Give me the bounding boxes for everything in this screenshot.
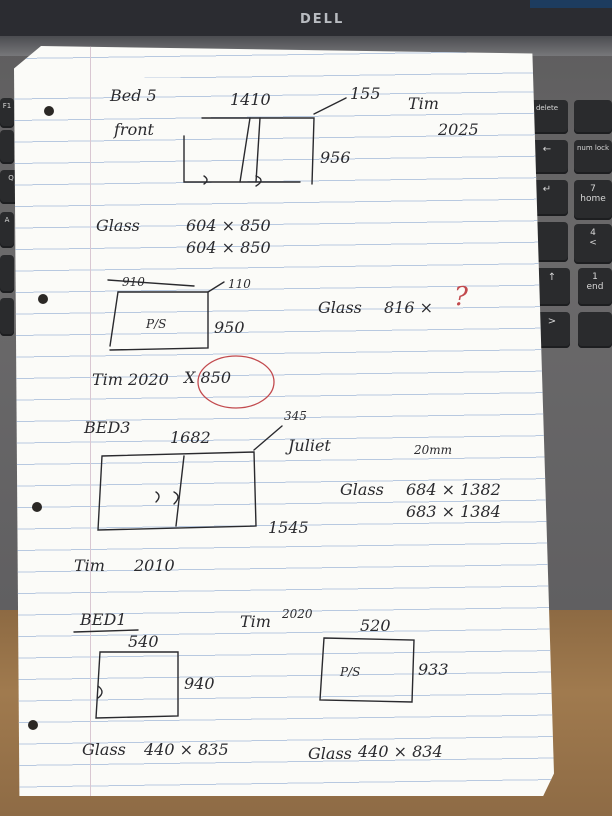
bed3-type: Juliet (288, 436, 331, 455)
panel2-question: ? (454, 282, 468, 312)
bed1-glass-right-label: Glass (308, 744, 352, 763)
notebook-page: Bed 5 front 1410 155 956 Tim 2025 Glass … (14, 46, 554, 796)
bed1-height-right: 933 (418, 660, 449, 679)
bed3-year: 2010 (134, 556, 175, 575)
key-f1: F1 (0, 98, 14, 128)
ruled-lines (14, 46, 554, 796)
key-blank-4 (578, 312, 612, 348)
panel2-glass-value: 816 × (384, 298, 434, 317)
circle-highlight (197, 355, 275, 409)
bed5-title: Bed 5 (110, 86, 157, 105)
bed3-title: BED3 (84, 418, 131, 437)
bed3-glass-label: Glass (340, 480, 384, 499)
bed5-height: 956 (320, 148, 351, 167)
bed3-height: 1545 (268, 518, 309, 537)
key-a: A (0, 212, 14, 248)
panel2-height: 950 (214, 318, 245, 337)
punch-hole-4 (28, 720, 38, 730)
key-7-label: 7 (590, 184, 596, 194)
panel2-author-line: Tim 2020 (92, 370, 169, 389)
bed3-author: Tim (74, 556, 105, 575)
panel2-author-line-value: X 850 (184, 368, 232, 387)
bed5-glass-label: Glass (96, 216, 140, 235)
bed1-title: BED1 (80, 610, 127, 629)
screen-edge (530, 0, 612, 8)
key-4-arrow: < (589, 238, 597, 248)
key-backspace-top (574, 100, 612, 134)
key-blank-2 (0, 255, 14, 293)
panel2-width: 910 (122, 275, 145, 289)
margin-line (90, 46, 91, 796)
key-home-label: home (580, 194, 606, 204)
key-end-label: end (586, 282, 604, 292)
bed3-glass-2: 683 × 1384 (406, 502, 501, 521)
bed5-glass-1: 604 × 850 (186, 216, 271, 235)
key-4: 4 < (574, 224, 612, 264)
bed5-subtitle: front (114, 120, 154, 139)
bed1-width-left: 540 (128, 632, 159, 651)
bed1-glass-left: 440 × 835 (144, 740, 229, 759)
bed3-width: 1682 (170, 428, 211, 447)
bed3-offset: 345 (284, 409, 307, 423)
bed1-width-right: 520 (360, 616, 391, 635)
bed3-glass-1: 684 × 1382 (406, 480, 501, 499)
dell-logo: DELL (300, 12, 345, 27)
panel2-center-label: P/S (146, 317, 167, 331)
punch-hole-2 (38, 294, 48, 304)
bed5-author: Tim (408, 94, 439, 113)
bed5-width: 1410 (230, 90, 271, 109)
punch-hole-3 (32, 502, 42, 512)
bed5-offset: 155 (350, 84, 381, 103)
bed1-glass-right: 440 × 834 (358, 742, 443, 761)
panel2-offset: 110 (228, 277, 251, 291)
bed1-glass-left-label: Glass (82, 740, 126, 759)
punch-hole-1 (44, 106, 54, 116)
ink-sketches (73, 97, 415, 719)
bed5-year: 2025 (438, 120, 479, 139)
bed1-center-label: P/S (340, 665, 361, 679)
bed5-glass-2: 604 × 850 (186, 238, 271, 257)
key-up: ↑ (534, 268, 570, 306)
key-7-home: 7 home (574, 180, 612, 220)
bed3-thickness: 20mm (414, 443, 453, 457)
key-1-label: 1 (592, 272, 598, 282)
key-4-label: 4 (590, 228, 596, 238)
laptop-screen-bezel (0, 0, 612, 36)
key-num-lock: num lock (574, 140, 612, 174)
bed1-year: 2020 (282, 607, 313, 621)
key-blank (0, 130, 14, 164)
bed1-author: Tim (240, 612, 271, 631)
panel2-glass-label: Glass (318, 298, 362, 317)
bed1-height-left: 940 (184, 674, 215, 693)
key-blank-3 (0, 298, 14, 336)
key-1-end: 1 end (578, 268, 612, 306)
